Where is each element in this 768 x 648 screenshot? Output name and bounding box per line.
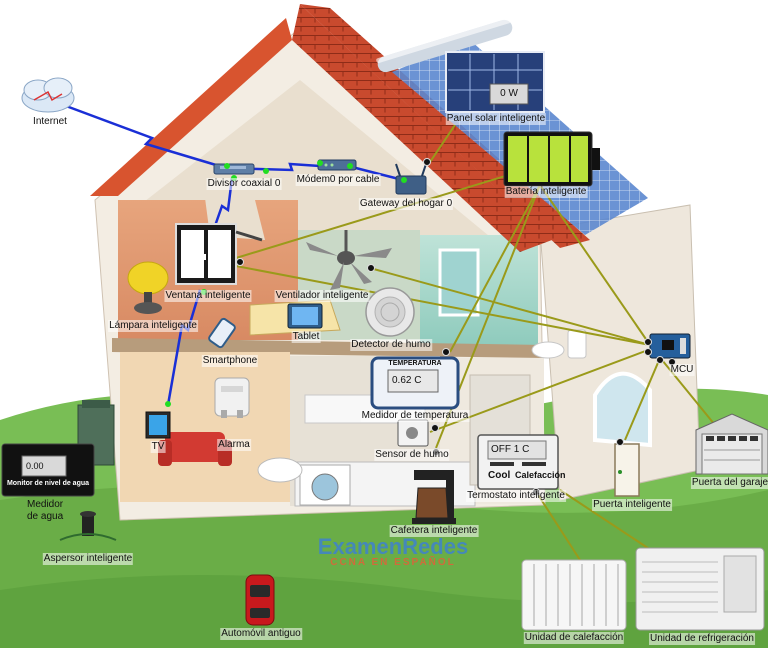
label-smart-lamp: Lámpara inteligente	[108, 320, 198, 332]
temperature-monitor-device[interactable]	[370, 356, 460, 410]
label-thermostat: Termostato inteligente	[466, 490, 566, 502]
coax-modem-gateway	[347, 164, 404, 182]
coax-internet-splitter	[49, 98, 227, 170]
label-coax-splitter: Divisor coaxial 0	[206, 178, 282, 190]
temperature-readout: 0.62 C	[392, 375, 422, 386]
water-readout: 0.00	[26, 461, 44, 471]
garage-door-device[interactable]	[695, 413, 768, 475]
network-links	[49, 98, 716, 561]
link-thermo-cool	[559, 489, 661, 557]
label-mcu: MCU	[669, 364, 695, 376]
label-water-meter: Medidor de agua	[27, 499, 64, 522]
smart-window-device[interactable]	[175, 223, 263, 285]
ceiling-fan-device[interactable]	[306, 230, 392, 290]
label-smartphone: Smartphone	[201, 355, 259, 367]
label-smoke-sensor: Sensor de humo	[374, 449, 450, 461]
link-window-mcu	[235, 265, 651, 346]
sprinkler-device[interactable]	[59, 511, 117, 541]
label-cable-modem: Módem0 por cable	[295, 174, 381, 186]
link-battery-temp	[449, 184, 541, 353]
label-old-car: Automóvil antiguo	[220, 628, 302, 640]
smoke-sensor-device[interactable]	[397, 419, 429, 447]
coax-splitter-modem	[225, 162, 321, 172]
link-window-battery	[235, 169, 526, 259]
link-battery-mcu	[539, 184, 651, 346]
battery-device[interactable]	[503, 131, 600, 187]
label-smart-door: Puerta inteligente	[592, 499, 672, 511]
link-gateway-solar	[429, 124, 456, 163]
label-heating-unit: Unidad de calefacción	[523, 632, 625, 644]
label-tablet: Tablet	[291, 331, 321, 343]
tablet-device[interactable]	[287, 303, 323, 329]
label-temperature-meter: Medidor de temperatura	[360, 410, 470, 422]
coax-splitter-icon[interactable]	[213, 163, 255, 175]
watermark: ExamenRedes CCNA EN ESPAÑOL	[308, 534, 478, 568]
smart-door-device[interactable]	[614, 443, 640, 497]
label-cooling-unit: Unidad de refrigeración	[649, 633, 755, 645]
cooling-unit-device[interactable]	[635, 547, 765, 631]
label-smart-window: Ventana inteligente	[164, 290, 252, 302]
label-tv: TV	[150, 441, 166, 453]
water-monitor-title: Monitor de nivel de agua	[6, 480, 90, 487]
label-smoke-detector: Detector de humo	[350, 339, 432, 351]
label-smart-fan: Ventilador inteligente	[274, 290, 370, 302]
label-garage-door: Puerta del garaje	[690, 477, 768, 489]
mcu-board-device[interactable]	[649, 333, 691, 359]
thermostat-heat-label: Calefacción	[515, 470, 566, 480]
alarm-device[interactable]	[214, 377, 250, 418]
label-alarm: Alarma	[217, 439, 251, 451]
smoke-detector-device[interactable]	[365, 287, 415, 337]
label-battery: Batería inteligente	[504, 186, 588, 198]
label-solar-panel: Panel solar inteligente	[445, 113, 547, 125]
smart-lamp-device[interactable]	[127, 261, 169, 314]
label-internet: Internet	[32, 116, 68, 128]
thermostat-cool-label: Cool	[488, 470, 511, 481]
internet-cloud-icon[interactable]	[21, 77, 75, 113]
label-sprinkler: Aspersor inteligente	[42, 553, 134, 565]
watermark-subtitle: CCNA EN ESPAÑOL	[330, 557, 456, 568]
water-meter-device[interactable]	[1, 443, 95, 497]
thermostat-readout: OFF 1 C	[491, 444, 530, 455]
link-fan-mcu	[369, 267, 651, 346]
tv-device[interactable]	[145, 411, 171, 439]
link-mcu-door	[624, 357, 661, 441]
smartphone-device[interactable]	[208, 317, 236, 349]
label-home-gateway: Gateway del hogar 0	[358, 198, 454, 210]
coffee-maker-device[interactable]	[412, 470, 456, 524]
solar-panel-device[interactable]	[445, 51, 545, 113]
label-smart-coffee: Cafetera inteligente	[389, 525, 479, 537]
watermark-title: ExamenRedes	[317, 534, 469, 559]
solar-readout: 0 W	[500, 88, 518, 99]
heating-unit-device[interactable]	[521, 559, 627, 631]
old-car-device[interactable]	[245, 574, 275, 626]
temperature-title: TEMPERATURA	[388, 360, 442, 367]
thermostat-device[interactable]	[477, 434, 559, 490]
